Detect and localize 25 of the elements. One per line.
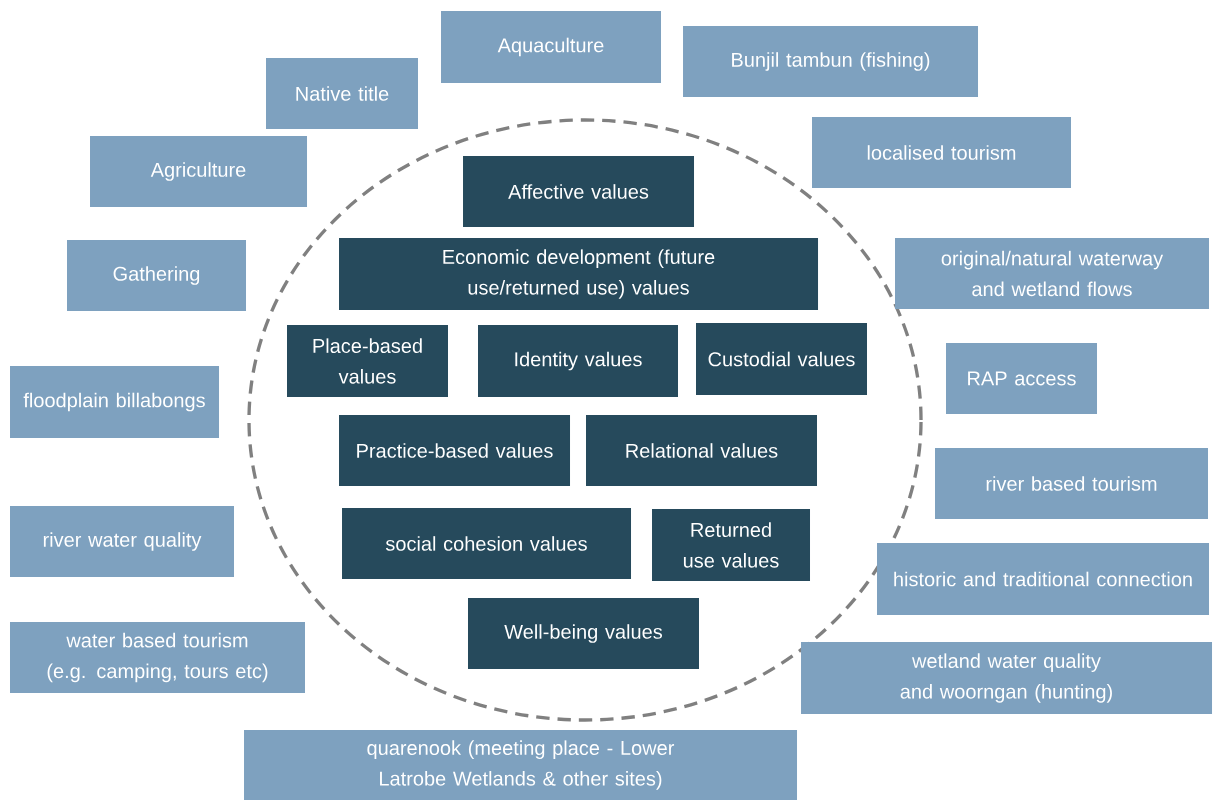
topic-box: Native title [266, 58, 418, 129]
topic-box: historic and traditional connection [877, 543, 1209, 615]
value-box: social cohesion values [342, 508, 631, 579]
value-box: Place-based values [287, 325, 448, 397]
value-box: Identity values [478, 325, 678, 397]
topic-box: original/natural waterway and wetland flows [895, 238, 1209, 309]
topic-box: RAP access [946, 343, 1097, 414]
topic-box: quarenook (meeting place - Lower Latrobe Wetlands & other sites) [244, 730, 797, 800]
topic-box: river water quality [10, 506, 234, 577]
value-box: Returned use values [652, 509, 810, 581]
topic-box: river based tourism [935, 448, 1208, 519]
topic-box: floodplain billabongs [10, 366, 219, 438]
topic-box: Bunjil tambun (fishing) [683, 26, 978, 97]
topic-box: Agriculture [90, 136, 307, 207]
topic-box: Aquaculture [441, 11, 661, 83]
value-box: Well-being values [468, 598, 699, 669]
topic-box: Gathering [67, 240, 246, 311]
topic-box: wetland water quality and woorngan (hunting) [801, 642, 1212, 714]
value-box: Relational values [586, 415, 817, 486]
topic-box: localised tourism [812, 117, 1071, 188]
value-box: Affective values [463, 156, 694, 227]
topic-box: water based tourism (e.g. camping, tours etc) [10, 622, 305, 693]
value-box: Custodial values [696, 323, 867, 395]
value-box: Practice-based values [339, 415, 570, 486]
value-box: Economic development (future use/returned use) values [339, 238, 818, 310]
